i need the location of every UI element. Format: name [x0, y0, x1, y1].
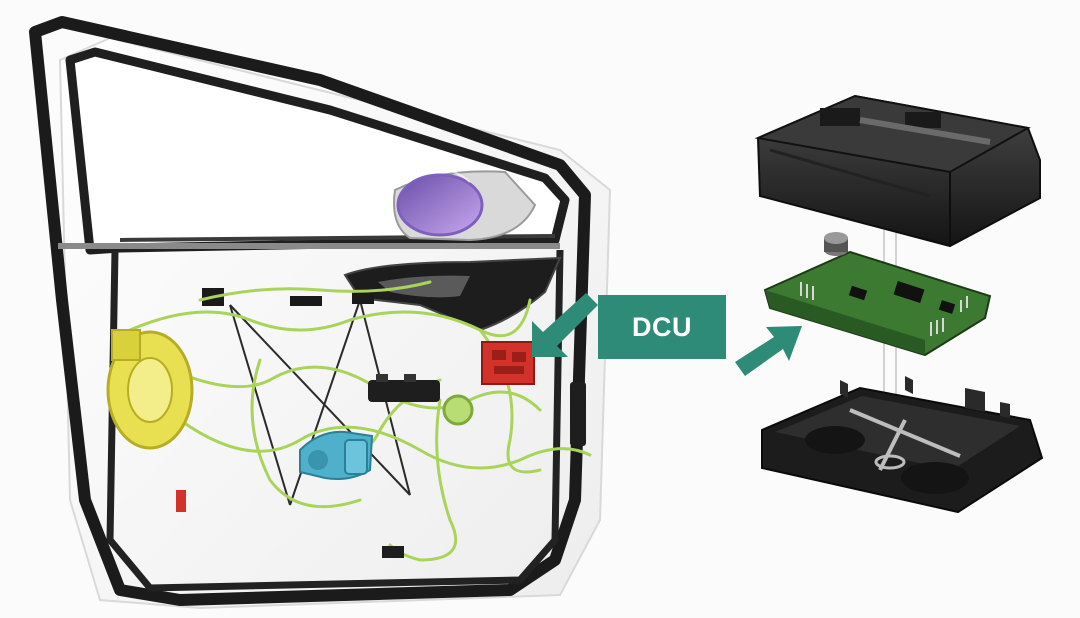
loudspeaker	[106, 329, 194, 450]
arrow-up-right-icon	[735, 326, 802, 376]
lower-clip	[382, 546, 404, 558]
window-motor	[299, 430, 374, 480]
dcu-label: DCU	[598, 295, 726, 359]
connector-module	[481, 341, 535, 385]
arrow-down-left-icon	[532, 293, 598, 357]
door-handle	[343, 256, 562, 332]
dcu-top-cover	[754, 94, 1041, 248]
dcu-exploded-view	[754, 94, 1044, 514]
side-mirror	[393, 167, 537, 242]
door-frame-seal	[29, 16, 591, 606]
harness-grommet	[442, 394, 474, 426]
inner-seal	[106, 249, 564, 592]
dcu-circuit-board	[763, 232, 992, 357]
door-lamp	[176, 490, 186, 512]
dcu-bottom-base	[761, 376, 1044, 514]
switch-connector	[368, 374, 440, 402]
car-door	[29, 16, 612, 610]
door-latch	[570, 382, 586, 446]
dcu-label-text: DCU	[632, 311, 692, 342]
